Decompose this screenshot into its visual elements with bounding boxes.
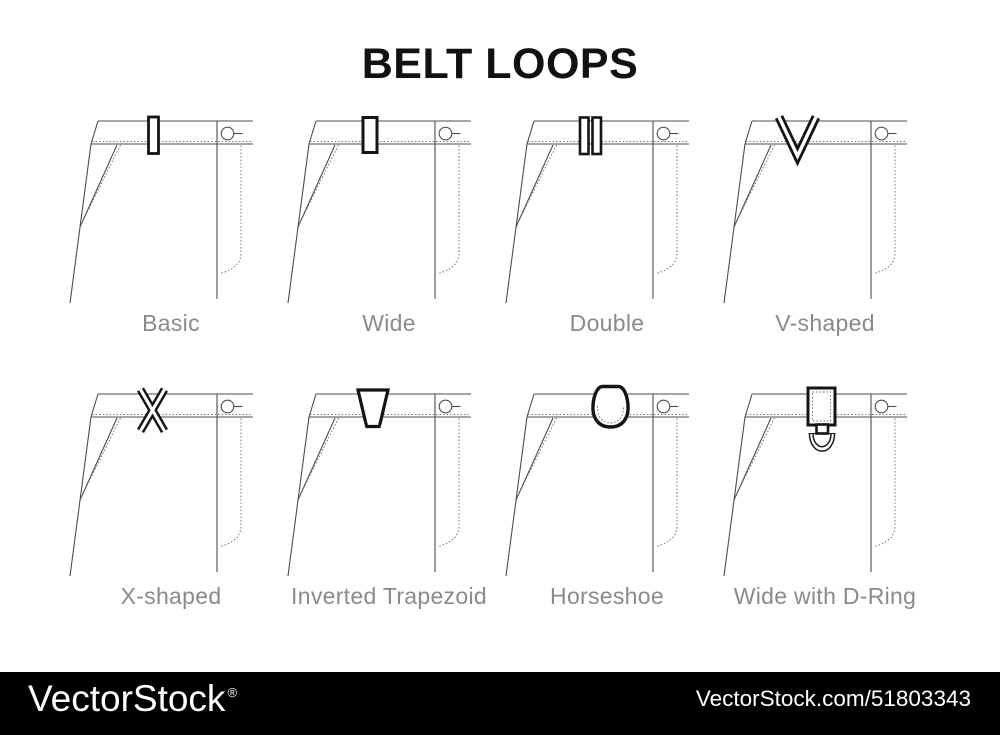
panel-wide-with-d-ring: Wide with D-Ring <box>716 380 934 614</box>
x-shaped-loop-shape <box>137 387 168 434</box>
wide-loop-shape <box>361 116 379 154</box>
panel-double: Double <box>498 107 716 341</box>
panel-label: Inverted Trapezoid <box>291 582 487 609</box>
panel-basic: Basic <box>62 107 280 341</box>
v-shaped-loop-shape <box>774 115 821 167</box>
sketch-wide-with-d-ring <box>723 386 908 577</box>
page-title: BELT LOOPS <box>361 40 639 88</box>
inverted-trapezoid-loop-shape <box>355 388 391 429</box>
sketch-x-shaped <box>69 387 254 577</box>
panel-label: V-shaped <box>775 309 875 336</box>
belt-loop-grid: Basic Wide Double V-shaped <box>62 107 934 614</box>
panel-label: Horseshoe <box>550 582 664 609</box>
panel-inverted-trapezoid: Inverted Trapezoid <box>280 380 498 614</box>
sketch-wide <box>287 116 472 304</box>
sketch-v-shaped <box>723 115 908 304</box>
watermark-bar: VectorStock® VectorStock.com/51803343 <box>0 672 1000 735</box>
panel-horseshoe: Horseshoe <box>498 380 716 614</box>
watermark-url: VectorStock.com/51803343 <box>695 685 971 711</box>
brand-text: VectorStock <box>28 677 226 719</box>
panel-wide: Wide <box>280 107 498 341</box>
sketch-inverted-trapezoid <box>287 388 472 577</box>
basic-loop-shape <box>147 115 160 155</box>
vectorstock-logo: VectorStock® <box>28 678 237 720</box>
panel-v-shaped: V-shaped <box>716 107 934 341</box>
sketch-horseshoe <box>505 384 690 577</box>
registered-mark: ® <box>227 685 238 701</box>
d-ring-icon <box>808 433 836 452</box>
panel-label: Wide with D-Ring <box>733 582 917 609</box>
panel-label: X-shaped <box>120 582 222 609</box>
sketch-double <box>505 116 690 304</box>
panel-label: Double <box>569 309 645 336</box>
panel-label: Wide <box>362 309 416 336</box>
wide-d-ring-loop-shape <box>806 386 837 452</box>
panel-x-shaped: X-shaped <box>62 380 280 614</box>
horseshoe-loop-shape <box>591 384 630 429</box>
double-loop-shape <box>578 116 603 156</box>
panel-label: Basic <box>142 309 200 336</box>
sketch-basic <box>69 115 254 304</box>
